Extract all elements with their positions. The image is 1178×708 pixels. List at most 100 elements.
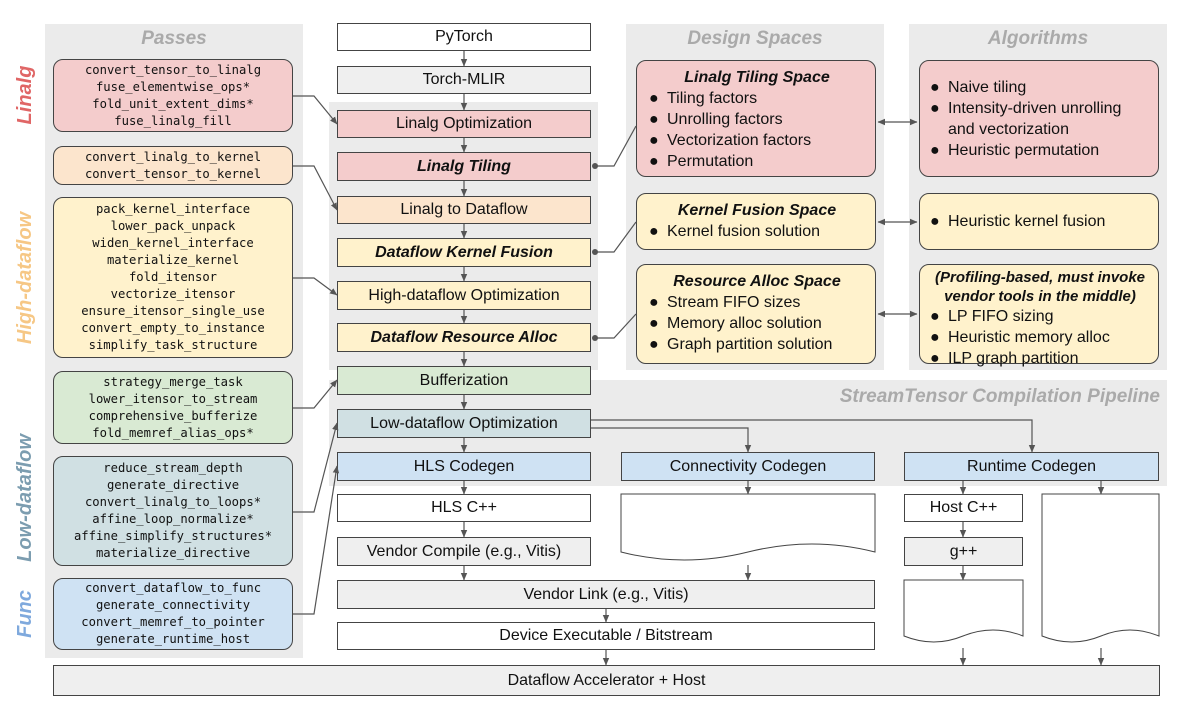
- bullet-icon: ●: [649, 153, 659, 170]
- resource-alloc-space-title: Resource Alloc Space: [673, 273, 841, 290]
- bullet-icon: ●: [930, 308, 940, 325]
- algorithms-header: Algorithms: [987, 28, 1089, 49]
- kernel-fusion-space-items: ●Kernel fusion solution: [649, 221, 865, 242]
- pass-item: convert_tensor_to_kernel: [84, 166, 262, 181]
- pass-item: fuse_elementwise_ops*: [95, 79, 251, 94]
- dataflow-kernel-fusion-box: Dataflow Kernel Fusion: [337, 238, 591, 267]
- bullet-text: Permutation: [667, 153, 754, 170]
- bullet-item: ●Kernel fusion solution: [649, 221, 865, 242]
- pass-item: fold_itensor: [128, 270, 218, 284]
- pass-item: widen_kernel_interface: [92, 236, 254, 250]
- bufferization-box: Bufferization: [337, 366, 591, 395]
- bullet-text: Memory alloc solution: [667, 315, 822, 332]
- pass-item: fuse_linalg_fill: [114, 113, 232, 128]
- bullet-icon: ●: [649, 315, 659, 332]
- high-dataflow-optimization-box: High-dataflow Optimization: [337, 281, 591, 310]
- host-cpp-box: Host C++: [904, 494, 1023, 522]
- host-executable-label: Host Executable: [924, 591, 1004, 628]
- bullet-icon: ●: [930, 213, 940, 230]
- pytorch-box: PyTorch: [337, 23, 591, 51]
- high-dataflow-side-label: High-dataflow: [14, 211, 36, 345]
- linalg-tiling-box: Linalg Tiling: [337, 152, 591, 181]
- bullet-icon: ●: [930, 329, 940, 346]
- bullet-text: LP FIFO sizing: [948, 308, 1054, 325]
- fusion-algorithms-items: ● Heuristic kernel fusion: [930, 211, 1150, 232]
- bullet-text: Heuristic memory alloc: [948, 329, 1110, 346]
- low-dataflow-side-label: Low-dataflow: [14, 434, 36, 562]
- pass-item: fold_unit_extent_dims*: [92, 96, 254, 111]
- bullet-item: ●ILP graph partition: [930, 348, 1150, 369]
- to-dataflow-passes: convert_linalg_to_kernel convert_tensor_t…: [53, 146, 293, 185]
- pass-item: materialize_kernel: [106, 253, 240, 267]
- passes-header: Passes: [141, 28, 207, 49]
- resource-alloc-space: Resource Alloc Space ●Stream FIFO sizes●…: [636, 264, 876, 364]
- pass-item: generate_runtime_host: [95, 632, 251, 646]
- bullet-icon: ●: [649, 90, 659, 107]
- bullet-item: ● Tiling factors: [649, 88, 865, 109]
- bullet-item: ● Memory alloc solution: [649, 313, 865, 334]
- resource-algorithms-items: ● LP FIFO sizing ● Heuristic memory alloc ●I…: [930, 306, 1150, 369]
- bullet-icon: ●: [649, 111, 659, 128]
- pass-item: reduce_stream_depth: [103, 461, 243, 475]
- device-executable-box: Device Executable / Bitstream: [337, 622, 875, 650]
- bullet-icon: ●: [930, 100, 940, 117]
- bullet-text: Naive tiling: [948, 79, 1027, 96]
- bullet-text: Vectorization factors: [667, 132, 812, 149]
- pass-item: ensure_itensor_single_use: [81, 304, 265, 318]
- pass-item: generate_connectivity: [95, 598, 251, 612]
- pass-item: vectorize_itensor: [110, 287, 236, 301]
- bullet-item: ● LP FIFO sizing: [930, 306, 1150, 327]
- pass-item: generate_directive: [106, 478, 240, 492]
- pass-item: convert_linalg_to_loops*: [84, 495, 262, 509]
- pass-item: lower_itensor_to_stream: [88, 391, 258, 406]
- tiling-algorithms: ● Naive tiling ● Intensity-driven unrolling…: [919, 60, 1159, 177]
- bullet-icon: ●: [930, 79, 940, 96]
- hls-cpp-box: HLS C++: [337, 494, 591, 522]
- pipeline-header: StreamTensor Compilation Pipeline: [839, 386, 1160, 407]
- bullet-item: ● Permutation: [649, 151, 865, 172]
- bullet-text: Graph partition solution: [667, 336, 833, 353]
- design-spaces-header: Design Spaces: [687, 28, 823, 49]
- bullet-icon: ●: [930, 142, 940, 159]
- pass-item: materialize_directive: [95, 546, 251, 560]
- pass-item: comprehensive_bufferize: [88, 408, 258, 423]
- pass-item: convert_dataflow_to_func: [84, 581, 262, 595]
- linalg-tiling-space: Linalg Tiling Space ● Tiling factors ● Unro…: [636, 60, 876, 177]
- bullet-text: Unrolling factors: [667, 111, 783, 128]
- hls-codegen-box: HLS Codegen: [337, 452, 591, 481]
- binary-model-params-label: Binary Model Parameters: [1053, 538, 1147, 575]
- bullet-item: ●Vectorization factors: [649, 130, 865, 151]
- bullet-icon: ●: [649, 223, 659, 240]
- pass-item: lower_pack_unpack: [110, 219, 236, 233]
- bullet-item: ●Graph partition solution: [649, 334, 865, 355]
- bullet-text: Heuristic kernel fusion: [948, 213, 1106, 230]
- connectivity-codegen-box: Connectivity Codegen: [621, 452, 875, 481]
- pass-item: affine_simplify_structures*: [73, 529, 273, 543]
- tiling-algorithms-items: ● Naive tiling ● Intensity-driven unrolling…: [930, 77, 1150, 161]
- pass-item: simplify_task_structure: [88, 338, 258, 352]
- func-side-label: Func: [14, 590, 36, 638]
- pass-item: convert_linalg_to_kernel: [84, 149, 262, 164]
- fusion-algorithms: ● Heuristic kernel fusion: [919, 193, 1159, 250]
- link-connectivity-config-label: Link Connectivity Configuration: [687, 504, 809, 541]
- bullet-text: ILP graph partition: [948, 350, 1079, 367]
- bullet-item: ● Heuristic permutation: [930, 140, 1150, 161]
- bullet-text: Heuristic permutation: [948, 142, 1100, 159]
- linalg-side-label: Linalg: [14, 65, 36, 125]
- bullet-text: Intensity-driven unrolling and vectoriza…: [948, 100, 1122, 138]
- linalg-tiling-space-title: Linalg Tiling Space: [684, 69, 830, 86]
- bullet-text: Tiling factors: [667, 90, 758, 107]
- kernel-fusion-space-title: Kernel Fusion Space: [677, 202, 837, 219]
- pass-item: convert_memref_to_pointer: [81, 615, 265, 629]
- bullet-item: ● Intensity-driven unrolling and vectoriz…: [930, 98, 1150, 140]
- bullet-item: ● Naive tiling: [930, 77, 1150, 98]
- resource-algorithms: (Profiling-based, must invoke vendor too…: [919, 264, 1159, 367]
- kernel-fusion-space: Kernel Fusion Space ●Kernel fusion solut…: [636, 193, 876, 250]
- dataflow-accelerator-box: Dataflow Accelerator + Host: [53, 665, 1160, 696]
- func-passes: convert_dataflow_to_func generate_connect…: [53, 578, 293, 650]
- bullet-item: ● Heuristic memory alloc: [930, 327, 1150, 348]
